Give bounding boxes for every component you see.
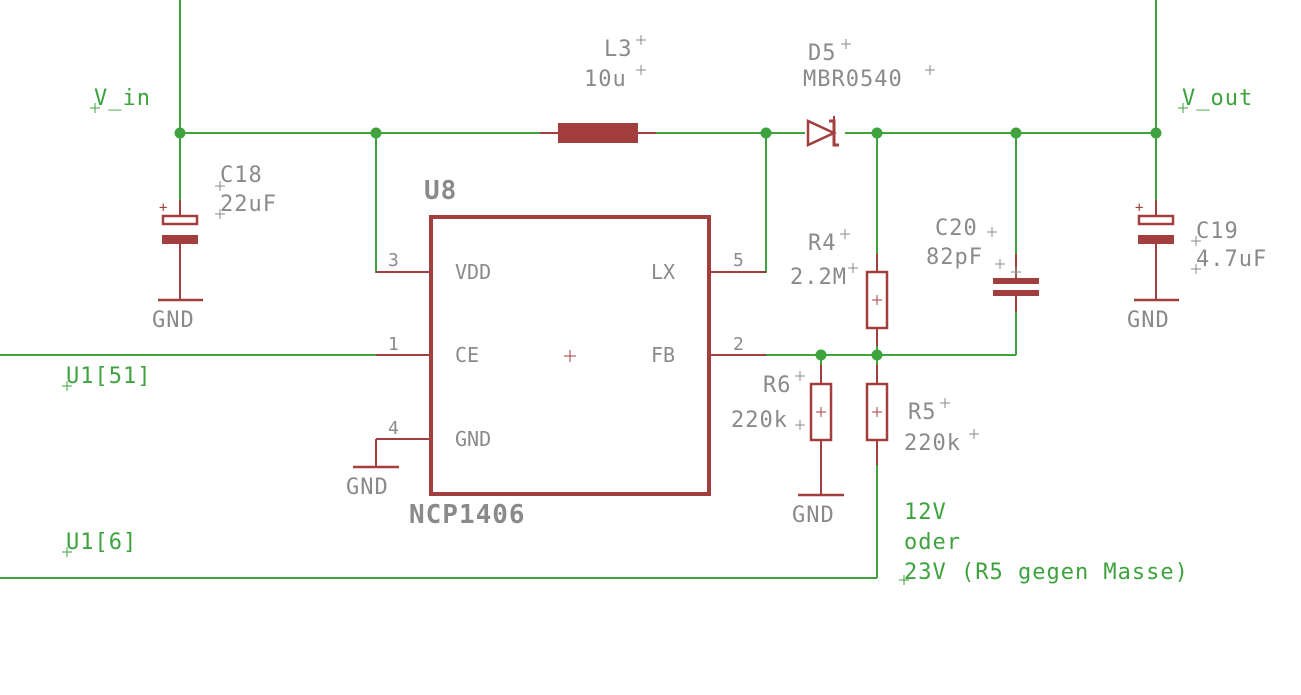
capacitor-c19: + C19 4.7uF GND — [1127, 200, 1267, 333]
wires — [0, 0, 1157, 579]
c20-plate-bottom — [993, 290, 1039, 296]
junctions — [174, 127, 1162, 361]
pin-lx-number: 5 — [733, 250, 744, 271]
c18-plate-bottom — [162, 235, 198, 244]
r4-name: R4 — [808, 231, 837, 256]
pin-vdd-number: 3 — [388, 250, 399, 271]
net-label-v-out: V_out — [1182, 86, 1253, 111]
net-labels: V_in V_out U1[51] U1[6] — [62, 86, 1253, 557]
r6-value: 220k — [731, 408, 788, 433]
resistor-r5: R5 220k — [865, 365, 979, 465]
c20-plate-top — [993, 278, 1039, 284]
r4-value: 2.2M — [790, 265, 847, 290]
junction-vin — [174, 127, 186, 139]
ic-u8: U8 NCP1406 3 1 4 5 2 VDD CE GND LX FB GN… — [346, 176, 766, 530]
pin-fb-number: 2 — [733, 334, 744, 355]
junction-c20 — [1010, 127, 1022, 139]
c18-value: 22uF — [220, 192, 277, 217]
gnd-label-r6: GND — [792, 503, 835, 528]
note-line-1: 12V — [904, 500, 947, 525]
ic-name: U8 — [424, 176, 457, 206]
resistor-r4: R4 2.2M — [790, 229, 889, 346]
c19-plate-bottom — [1138, 235, 1174, 244]
l3-value: 10u — [584, 67, 627, 92]
net-label-v-in: V_in — [94, 86, 151, 111]
r5-name: R5 — [908, 400, 937, 425]
pin-gnd-name: GND — [455, 427, 491, 451]
pin-ce-name: CE — [455, 343, 479, 367]
capacitor-c18: + C18 22uF GND — [152, 163, 277, 333]
ic-value: NCP1406 — [409, 500, 526, 530]
r6-name: R6 — [763, 373, 792, 398]
diode-triangle — [806, 119, 837, 147]
note-line-2: oder — [904, 530, 961, 555]
gnd-label-c18: GND — [152, 308, 195, 333]
pin-fb-name: FB — [651, 343, 675, 367]
diode-d5: D5 MBR0540 — [803, 39, 935, 147]
gnd-label-c19: GND — [1127, 308, 1170, 333]
net-label-u1-51: U1[51] — [66, 364, 151, 389]
net-label-u1-6: U1[6] — [66, 530, 137, 555]
l3-name: L3 — [604, 37, 633, 62]
svg-text:+: + — [159, 200, 167, 216]
pin-ce-number: 1 — [388, 334, 399, 355]
c18-plate-top — [161, 214, 199, 226]
junction-fb — [871, 349, 883, 361]
r5-value: 220k — [904, 431, 961, 456]
d5-value: MBR0540 — [803, 67, 903, 92]
note-line-3: 23V (R5 gegen Masse) — [904, 560, 1189, 585]
capacitor-c20: C20 82pF — [926, 216, 1039, 312]
c18-name: C18 — [220, 163, 263, 188]
c20-value: 82pF — [926, 245, 983, 270]
c19-plate-top — [1137, 214, 1175, 226]
d5-name: D5 — [808, 41, 837, 66]
svg-text:+: + — [1135, 200, 1143, 216]
diode-cathode-bar — [829, 119, 839, 147]
junction-lx — [760, 127, 772, 139]
c20-name: C20 — [935, 216, 978, 241]
pin-gnd-number: 4 — [388, 418, 399, 439]
gnd-label-ic: GND — [346, 475, 389, 500]
junction-r6 — [815, 349, 827, 361]
inductor-l3: L3 10u — [540, 35, 656, 143]
note-text: 12V oder 23V (R5 gegen Masse) — [899, 500, 1189, 585]
resistor-r6: R6 220k GND — [731, 365, 844, 528]
c19-value: 4.7uF — [1196, 247, 1267, 272]
pin-vdd-name: VDD — [455, 260, 491, 284]
c19-name: C19 — [1196, 219, 1239, 244]
junction-r4 — [871, 127, 883, 139]
inductor-body — [558, 123, 638, 143]
junction-vout — [1150, 127, 1162, 139]
pin-lx-name: LX — [651, 260, 675, 284]
junction-vdd — [370, 127, 382, 139]
